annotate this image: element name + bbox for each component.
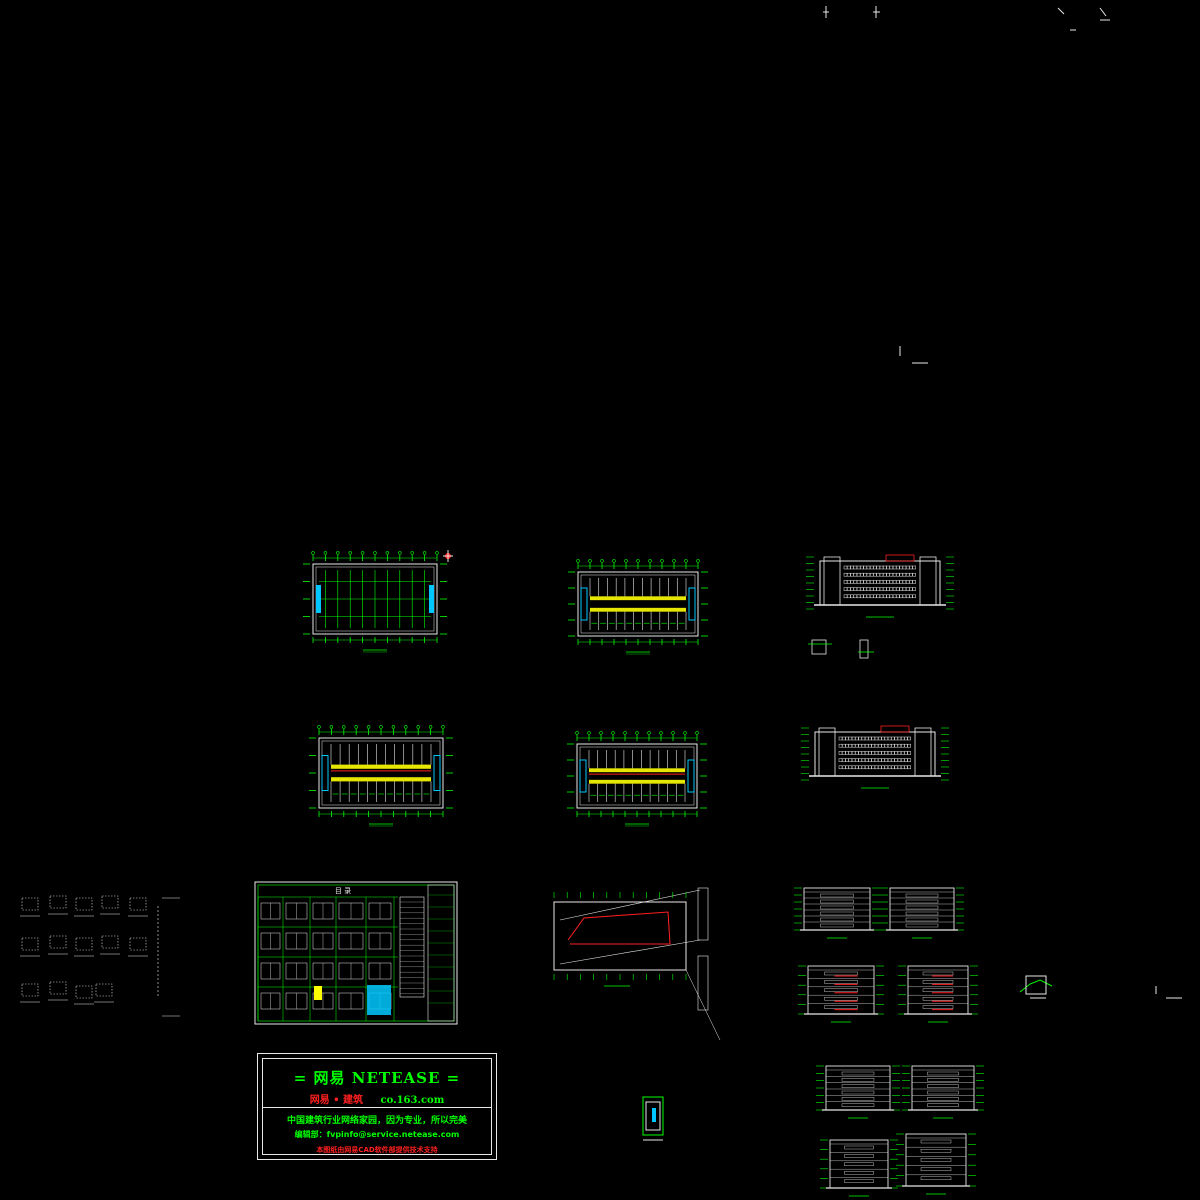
front-elevation <box>806 554 954 618</box>
door-window-item <box>100 895 120 915</box>
door-window-item <box>74 985 94 1005</box>
door-window-item <box>20 937 40 957</box>
section-3 <box>820 1139 898 1197</box>
netease-support-note: 本图纸由网易CAD软件部提供技术支持 <box>316 1146 438 1154</box>
door-window-details <box>20 895 180 1017</box>
netease-banner-frame: = 网易 NETEASE = 网易 • 建筑 co.163.com 中国建筑行业… <box>262 1058 492 1155</box>
stray-marks <box>823 6 1182 999</box>
elevations <box>801 554 954 789</box>
netease-email[interactable]: 编辑部：fvpinfo@service.netease.com <box>294 1130 460 1139</box>
drawing-index-sheet[interactable]: 目 录 <box>254 881 458 1025</box>
netease-sub-red: 网易 • 建筑 <box>309 1095 364 1106</box>
floor-plan-ground <box>303 551 447 653</box>
door-window-item <box>20 897 40 917</box>
section-1 <box>798 965 884 1023</box>
door-window-item <box>94 983 114 1003</box>
stair-section-detail <box>1019 975 1053 999</box>
sheet-tall-panel <box>399 896 425 998</box>
netease-slogan: 中国建筑行业网络家园，因为专业，所以完美 <box>286 1116 467 1126</box>
door-window-item <box>128 937 148 957</box>
side-elevation-3 <box>816 1065 900 1119</box>
door-window-item <box>48 935 68 955</box>
sheet-border <box>254 881 458 1025</box>
section-4 <box>896 1133 976 1195</box>
side-elevation-2 <box>880 887 964 939</box>
door-window-item <box>100 935 120 955</box>
stair-detail <box>642 1096 664 1141</box>
floor-plan-typical-c <box>567 731 707 827</box>
door-window-item <box>20 983 40 1003</box>
netease-subtitle: 网易 • 建筑 co.163.com <box>263 1091 491 1106</box>
sheet-highlight <box>367 985 391 1015</box>
floor-plan-typical-b <box>309 725 453 827</box>
roof-plan <box>553 887 721 1041</box>
floor-plan-typical-a <box>568 559 708 655</box>
netease-sub-green[interactable]: co.163.com <box>380 1095 445 1106</box>
netease-banner: = 网易 NETEASE = 网易 • 建筑 co.163.com 中国建筑行业… <box>257 1053 497 1160</box>
netease-divider <box>263 1107 491 1108</box>
side-elevation-1 <box>794 887 880 939</box>
door-window-item <box>48 895 68 915</box>
sheet-title-block <box>427 884 455 1022</box>
floor-plans <box>303 551 708 827</box>
section-elevations <box>794 887 984 1197</box>
section-2 <box>898 965 978 1023</box>
side-elevation-4 <box>902 1065 984 1119</box>
north-arrow-icon <box>443 550 453 562</box>
rear-elevation <box>801 725 949 789</box>
netease-title: = 网易 NETEASE = <box>293 1069 461 1087</box>
door-window-item <box>74 937 94 957</box>
door-window-item <box>74 897 94 917</box>
door-window-item <box>48 981 68 1001</box>
sheet-title: 目 录 <box>335 887 351 895</box>
door-window-item <box>128 897 148 917</box>
detail-drawings <box>808 639 874 659</box>
sheet-yellow-mark <box>314 986 322 1000</box>
